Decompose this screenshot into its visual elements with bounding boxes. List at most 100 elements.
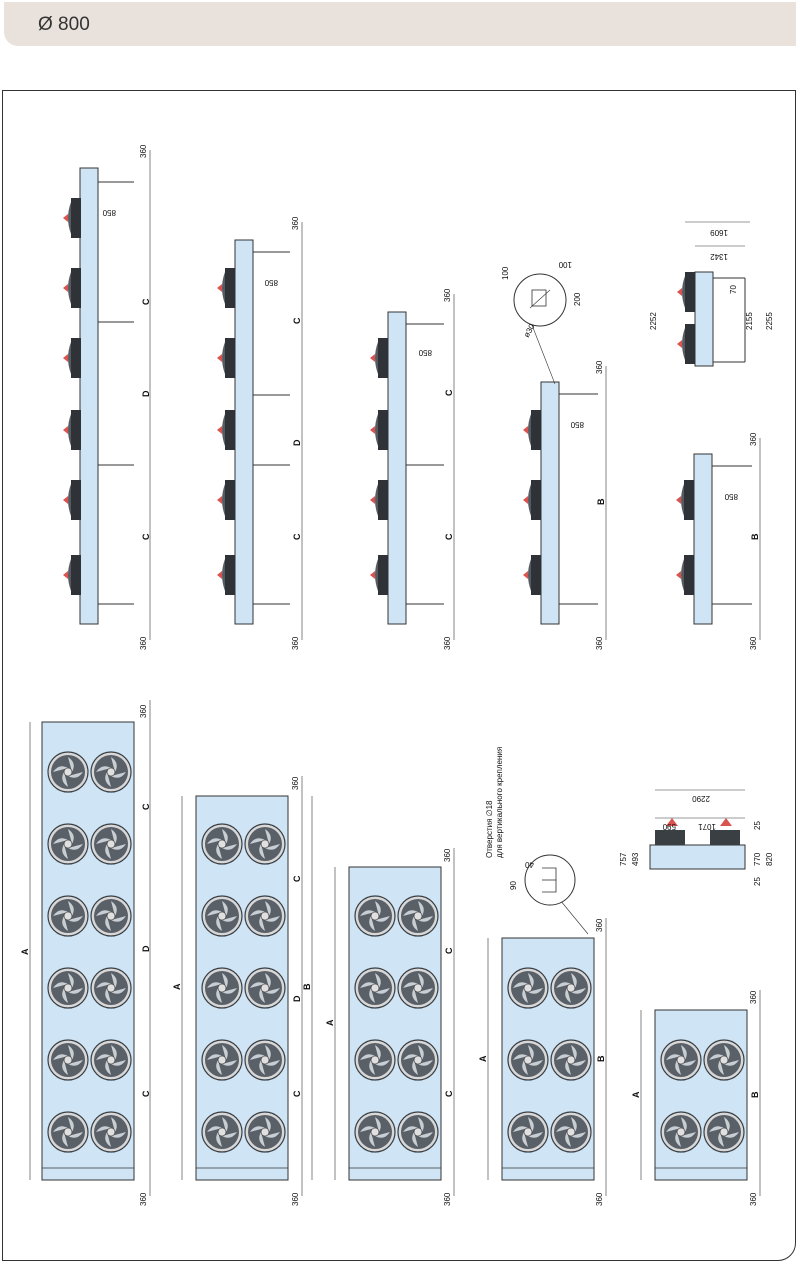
dim-c: C (444, 533, 454, 540)
fan (507, 967, 549, 1009)
fan (244, 895, 286, 937)
dim-c: C (444, 947, 454, 954)
dim-360: 360 (443, 636, 452, 650)
dim-1609: 1609 (710, 228, 728, 237)
dim-850: 850 (102, 208, 116, 217)
dim-b: B (750, 1091, 760, 1098)
fan (244, 823, 286, 865)
page-title: Ø 800 (38, 14, 90, 35)
fan (201, 823, 243, 865)
fan-side (523, 480, 541, 520)
dim-2290: 2290 (692, 794, 710, 803)
fan-side (63, 480, 81, 520)
top-view-6-fan: A B 360 360 Отверстия ∅18 для вертикальн… (478, 747, 607, 1206)
top-view-12-fan: A C D C 360 360 (20, 700, 151, 1206)
dim-360: 360 (291, 1192, 300, 1206)
detail-circle (513, 273, 567, 327)
dim-360: 360 (749, 432, 758, 446)
fan (397, 1039, 439, 1081)
top-view-10-fan: A C D C B 360 360 (172, 776, 313, 1206)
fan (354, 1039, 396, 1081)
dim-360: 360 (443, 288, 452, 302)
fan (244, 967, 286, 1009)
fan (550, 1039, 592, 1081)
header-bar: Ø 800 (4, 2, 796, 46)
dim-a: A (478, 1055, 488, 1062)
dim-d: D (292, 995, 302, 1002)
fan (201, 967, 243, 1009)
fan (90, 823, 132, 865)
fan-side (217, 338, 235, 378)
dim-70: 70 (729, 285, 738, 294)
dim-820: 820 (765, 852, 774, 866)
dim-360: 360 (595, 636, 604, 650)
fan (507, 1111, 549, 1153)
dim-c: C (444, 389, 454, 396)
dim-b: B (596, 498, 606, 505)
dim-850: 850 (264, 278, 278, 287)
dim-360: 360 (139, 144, 148, 158)
fan-side (676, 555, 694, 595)
fan (397, 1111, 439, 1153)
fan-side (677, 272, 695, 312)
dim-c: C (141, 298, 151, 305)
dim-590: 590 (662, 822, 676, 831)
fan (47, 967, 89, 1009)
dim-d: D (141, 390, 151, 397)
dim-c: C (141, 803, 151, 810)
fan (201, 1111, 243, 1153)
fan (507, 1039, 549, 1081)
dim-1342: 1342 (710, 252, 728, 261)
dim-360: 360 (595, 360, 604, 374)
dim-360: 360 (139, 704, 148, 718)
fan (90, 967, 132, 1009)
fan (47, 751, 89, 793)
dim-40: 40 (525, 860, 534, 869)
fan-side (217, 410, 235, 450)
dim-b: B (750, 533, 760, 540)
fan (47, 823, 89, 865)
dim-2252: 2252 (649, 312, 658, 330)
top-view-4-fan: A B 360 360 (631, 990, 761, 1206)
dim-c: C (292, 875, 302, 882)
side-view-10-fan: 360 360 850 C D C (217, 216, 303, 650)
dim-360: 360 (749, 1192, 758, 1206)
fan-side (370, 410, 388, 450)
dim-360: 360 (595, 918, 604, 932)
fan (201, 1039, 243, 1081)
side-view-4-fan: 360 360 850 B (676, 432, 761, 650)
dim-b: B (302, 983, 312, 990)
dim-850: 850 (418, 348, 432, 357)
fan (47, 895, 89, 937)
dim-c: C (141, 533, 151, 540)
fan-side (370, 555, 388, 595)
dim-d: D (141, 945, 151, 952)
dim-360: 360 (291, 636, 300, 650)
fan-side (63, 198, 81, 238)
dim-1071: 1071 (698, 822, 716, 831)
holes-note: для вертикального крепления (495, 747, 504, 858)
dim-25: 25 (753, 821, 762, 830)
fan (550, 967, 592, 1009)
dim-493: 493 (631, 852, 640, 866)
dim-360: 360 (443, 848, 452, 862)
drawing-frame (2, 90, 796, 1261)
dim-2155: 2155 (745, 312, 754, 330)
dim-90: 90 (509, 881, 518, 890)
fan (703, 1111, 745, 1153)
fan-side (63, 555, 81, 595)
dim-100: 100 (501, 266, 510, 280)
fan-side (63, 410, 81, 450)
fan-side (523, 555, 541, 595)
fan (244, 1111, 286, 1153)
dim-200: 200 (573, 292, 582, 306)
dim-360: 360 (291, 776, 300, 790)
dim-a: A (172, 983, 182, 990)
dim-a: A (325, 1019, 335, 1026)
dim-100: 100 (558, 260, 572, 269)
holes-note: Отверстия ∅18 (485, 800, 494, 858)
dim-c: C (444, 1090, 454, 1097)
fan (397, 895, 439, 937)
dim-c: C (141, 1090, 151, 1097)
fan (201, 895, 243, 937)
